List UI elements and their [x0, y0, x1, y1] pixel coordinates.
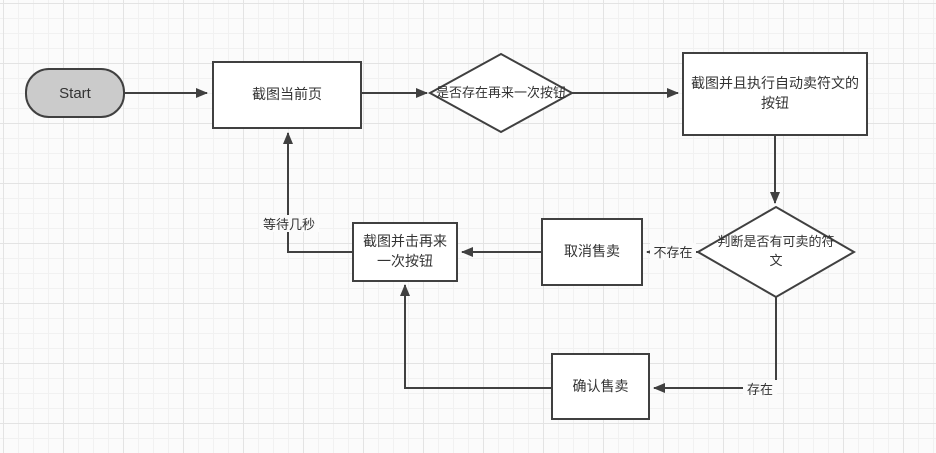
edge-label-not-exist[interactable]: 不存在 — [650, 243, 696, 260]
edge-click-retry-to-screenshot-current[interactable] — [283, 132, 352, 253]
node-check-sellable-runes-label: 判断是否有可卖的符 文 — [717, 234, 835, 268]
node-screenshot-current-page[interactable]: 截图当前页 — [212, 61, 362, 129]
node-auto-sell-rune-button-label: 截图并且执行自动卖符文的 按钮 — [691, 75, 859, 111]
node-cancel-sale[interactable]: 取消售卖 — [541, 218, 643, 286]
node-start-label: Start — [59, 84, 91, 102]
edge-label-exist[interactable]: 存在 — [743, 380, 777, 397]
node-cancel-sale-label: 取消售卖 — [564, 243, 620, 260]
edge-confirm-sale-to-click-retry[interactable] — [400, 284, 551, 389]
edge-check-sellable-to-confirm-sale[interactable] — [653, 297, 777, 393]
node-confirm-sale[interactable]: 确认售卖 — [551, 353, 650, 420]
node-screenshot-click-retry[interactable]: 截图并击再来 一次按钮 — [352, 222, 458, 282]
node-check-retry-button-shape[interactable] — [427, 52, 575, 134]
node-start[interactable]: Start — [25, 68, 125, 118]
node-check-retry-button-label: 是否存在再来一次按钮 — [435, 84, 566, 100]
node-auto-sell-rune-button[interactable]: 截图并且执行自动卖符文的 按钮 — [682, 52, 868, 136]
node-confirm-sale-label: 确认售卖 — [572, 377, 629, 394]
node-screenshot-click-retry-label: 截图并击再来 一次按钮 — [363, 233, 447, 269]
edge-label-wait-seconds[interactable]: 等待几秒 — [259, 215, 319, 232]
node-check-sellable-runes-shape[interactable] — [695, 205, 857, 299]
node-screenshot-current-page-label: 截图当前页 — [252, 86, 322, 103]
